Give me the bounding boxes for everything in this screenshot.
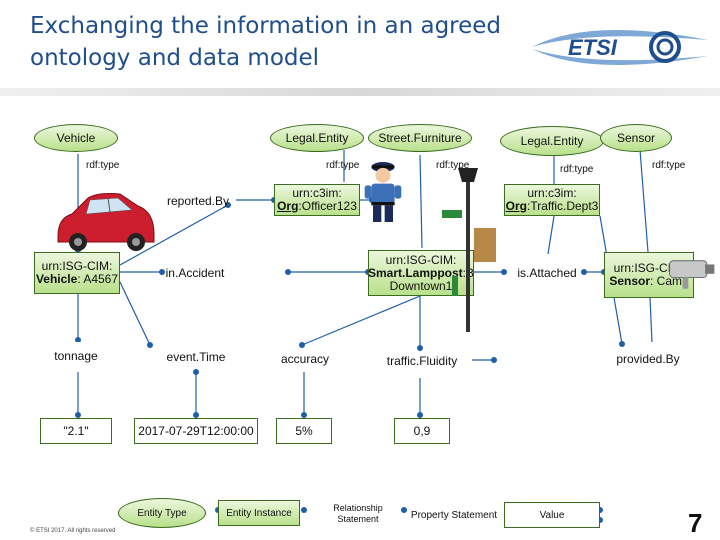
legend-relationship-statement: Relationship Statement bbox=[333, 503, 383, 524]
rdf-type-label: rdf:type bbox=[436, 160, 470, 171]
instance-prefix: urn:ISG-CIM: bbox=[613, 261, 685, 275]
footer-copyright: © ETSI 2017. All rights reserved bbox=[30, 528, 116, 534]
legend-entity-type: Entity Type bbox=[118, 498, 206, 528]
instance-suffix: :Traffic.Dept3 bbox=[526, 199, 599, 213]
instance-prefix: urn:ISG-CIM: bbox=[41, 259, 113, 273]
instance-traffic-dept: urn:c3im:Org:Traffic.Dept3 bbox=[504, 184, 600, 216]
rdf-type-label: rdf:type bbox=[86, 160, 120, 171]
instance-prefix: urn:c3im: bbox=[292, 186, 342, 200]
instance-prefix: urn:c3im: bbox=[527, 186, 577, 200]
value-event-time: 2017-07-29T12:00:00 bbox=[134, 418, 258, 444]
class-legal-entity-1: Legal.Entity bbox=[270, 124, 364, 152]
header-divider bbox=[0, 88, 720, 96]
camera-illustration bbox=[669, 260, 715, 289]
value-tonnage: "2.1" bbox=[40, 418, 112, 444]
rel-accuracy: accuracy bbox=[280, 351, 330, 366]
class-legal-entity-2: Legal.Entity bbox=[500, 126, 604, 156]
rel-event-time: event.Time bbox=[166, 349, 226, 364]
value-accuracy: 5% bbox=[276, 418, 332, 444]
instance-type: Org bbox=[505, 199, 527, 213]
prop-tonnage: tonnage bbox=[34, 342, 118, 370]
slide-title: Exchanging the information in an agreed … bbox=[30, 13, 502, 71]
rel-provided-by: provided.By bbox=[616, 351, 680, 366]
etsi-logo: ETSI bbox=[532, 30, 708, 65]
instance-type: Vehicle bbox=[35, 272, 78, 286]
page-number: 7 bbox=[688, 508, 703, 538]
instance-type: Org bbox=[277, 199, 299, 213]
logo-text: ETSI bbox=[568, 35, 618, 60]
instance-prefix: urn:ISG-CIM: bbox=[385, 252, 457, 267]
rel-reported-by: reported.By bbox=[166, 193, 230, 208]
police-officer-illustration bbox=[364, 162, 402, 222]
legend-value: Value bbox=[504, 502, 600, 528]
rel-is-attached: is.Attached bbox=[517, 265, 577, 280]
rdf-type-label: rdf:type bbox=[652, 160, 686, 171]
lamppost-illustration bbox=[442, 168, 496, 332]
rel-in-accident: in.Accident bbox=[165, 265, 225, 280]
instance-type: Sensor bbox=[609, 274, 650, 288]
rdf-type-label: rdf:type bbox=[326, 160, 360, 171]
instance-vehicle: urn:ISG-CIM:Vehicle: A4567 bbox=[34, 252, 120, 294]
instance-officer: urn:c3im:Org:Officer123 bbox=[274, 184, 360, 216]
legend-property-statement: Property Statement bbox=[410, 509, 498, 521]
legend-entity-instance: Entity Instance bbox=[218, 500, 300, 526]
instance-type: Smart.Lamppost bbox=[367, 265, 463, 280]
class-vehicle: Vehicle bbox=[34, 124, 118, 152]
instance-suffix: :Officer123 bbox=[298, 199, 357, 213]
rdf-type-label: rdf:type bbox=[560, 164, 594, 175]
car-illustration bbox=[57, 193, 155, 251]
class-sensor: Sensor bbox=[600, 124, 672, 152]
rel-traffic-fluidity: traffic.Fluidity bbox=[386, 353, 458, 368]
instance-suffix: : A4567 bbox=[77, 272, 119, 286]
class-street-furniture: Street.Furniture bbox=[368, 124, 472, 152]
value-traffic-fluidity: 0,9 bbox=[394, 418, 450, 444]
